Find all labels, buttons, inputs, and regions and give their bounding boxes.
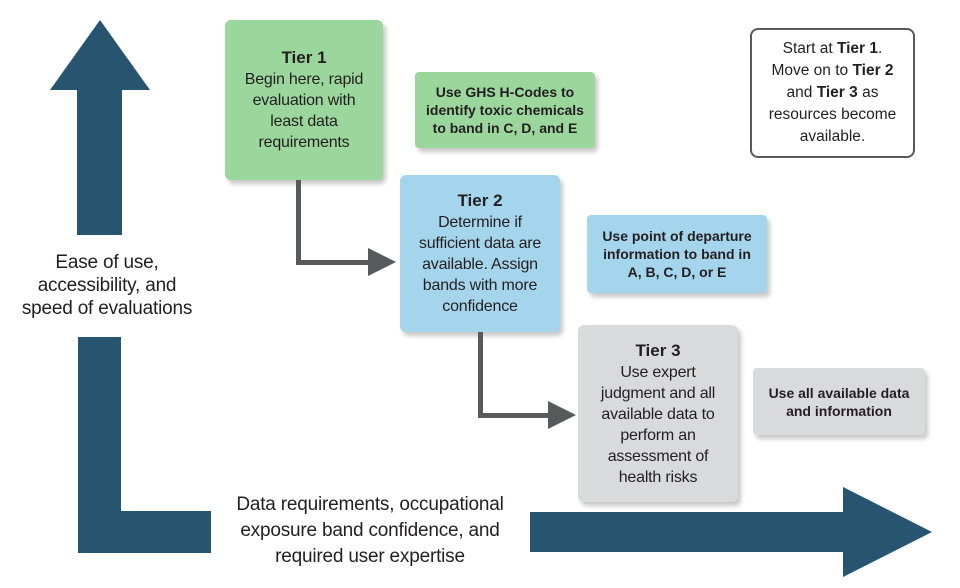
tier2-title: Tier 2	[457, 191, 503, 210]
x-axis-arrow-head-icon	[843, 487, 932, 577]
ghs-note-box: Use GHS H-Codes to identify toxic chemic…	[415, 72, 595, 148]
start-callout-box: Start at Tier 1. Move on to Tier 2 and T…	[750, 28, 915, 158]
tier1-body: Begin here, rapid evaluation with least …	[244, 71, 364, 151]
all-data-note-text: Use all available data and information	[768, 384, 910, 419]
x-axis-label: Data requirements, occupational exposure…	[236, 494, 504, 567]
connector-tier2-tier3-horizontal	[478, 413, 550, 418]
connector-tier1-tier2-vertical	[296, 180, 301, 264]
pod-note-box: Use point of departure information to ba…	[587, 215, 767, 293]
y-axis-lower-shaft	[78, 337, 121, 553]
start-callout-text: Start at Tier 1. Move on to Tier 2 and T…	[768, 40, 897, 145]
tier1-box: Tier 1 Begin here, rapid evaluation with…	[225, 20, 383, 180]
tier3-title: Tier 3	[635, 340, 681, 360]
tier1-title: Tier 1	[281, 48, 327, 67]
tier3-body: Use expert judgment and all available da…	[600, 363, 716, 486]
connector-tier1-tier2-horizontal	[296, 260, 370, 265]
y-axis-arrow-head-icon	[50, 20, 150, 90]
connector-tier2-tier3-arrowhead-icon	[548, 401, 576, 429]
ghs-note-text: Use GHS H-Codes to identify toxic chemic…	[426, 84, 584, 136]
tier2-box: Tier 2 Determine if sufficient data are …	[400, 175, 560, 332]
y-axis-arrow-shaft	[77, 88, 122, 235]
all-data-note-box: Use all available data and information	[753, 368, 925, 435]
tier3-box: Tier 3 Use expert judgment and all avail…	[578, 325, 738, 502]
pod-note-text: Use point of departure information to ba…	[602, 228, 752, 280]
x-axis-left-shaft	[119, 511, 211, 553]
x-axis-arrow-shaft	[530, 512, 845, 552]
y-axis-label: Ease of use, accessibility, and speed of…	[21, 252, 193, 319]
tier2-body: Determine if sufficient data are availab…	[418, 214, 542, 315]
connector-tier1-tier2-arrowhead-icon	[368, 248, 396, 276]
connector-tier2-tier3-vertical	[478, 332, 483, 417]
